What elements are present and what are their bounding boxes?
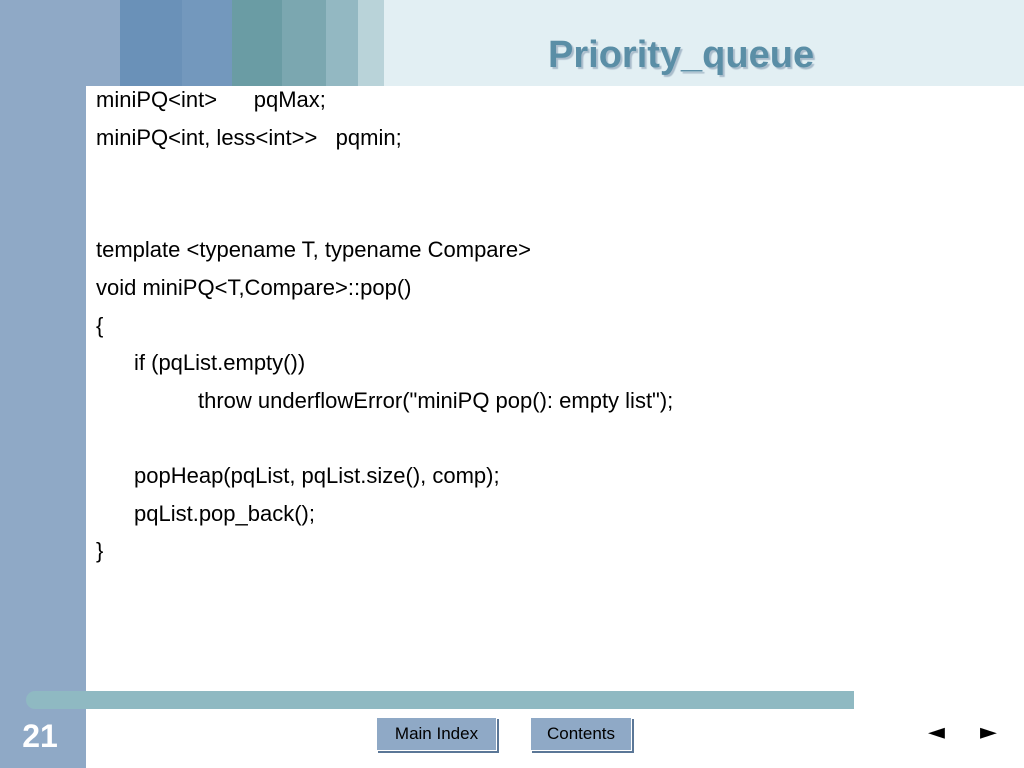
code-line: { [96, 312, 104, 338]
code-line: } [96, 538, 104, 564]
previous-arrow-icon[interactable]: ◄ [928, 720, 945, 745]
left-sidebar-bar [0, 0, 86, 768]
header-stripe [358, 0, 384, 86]
main-index-label: Main Index [394, 724, 479, 743]
slide-number: 21 [22, 718, 58, 754]
code-line: template <typename T, typename Compare> [96, 237, 531, 263]
slide-title: Priority_queue [548, 34, 815, 76]
contents-label: Contents [546, 724, 616, 743]
top-left-corner [86, 0, 120, 86]
main-index-button[interactable]: Main Index [376, 717, 497, 751]
header-stripe [232, 0, 282, 86]
code-line: void miniPQ<T,Compare>::pop() [96, 274, 412, 300]
code-line: pqList.pop_back(); [134, 500, 315, 526]
header-stripe [282, 0, 326, 86]
code-line [96, 156, 673, 194]
footer-divider [26, 691, 854, 709]
header-stripe [326, 0, 358, 86]
code-line: throw underflowError("miniPQ pop(): empt… [198, 387, 674, 413]
code-line [96, 419, 673, 457]
header-stripe [182, 0, 232, 86]
footer-strip [0, 710, 1024, 768]
code-block: miniPQ<int> pqMax; miniPQ<int, less<int>>… [96, 81, 673, 570]
code-line: miniPQ<int, less<int>> pqmin; [96, 124, 402, 150]
code-line: miniPQ<int> pqMax; [96, 87, 326, 112]
code-line: if (pqList.empty()) [134, 350, 306, 376]
code-line: popHeap(pqList, pqList.size(), comp); [134, 462, 500, 488]
next-arrow-icon[interactable]: ► [980, 720, 997, 745]
code-line [96, 194, 673, 232]
slide-content-area [86, 86, 1024, 710]
contents-button[interactable]: Contents [530, 717, 632, 751]
header-stripe [120, 0, 182, 86]
footer-left-bar [0, 710, 86, 768]
